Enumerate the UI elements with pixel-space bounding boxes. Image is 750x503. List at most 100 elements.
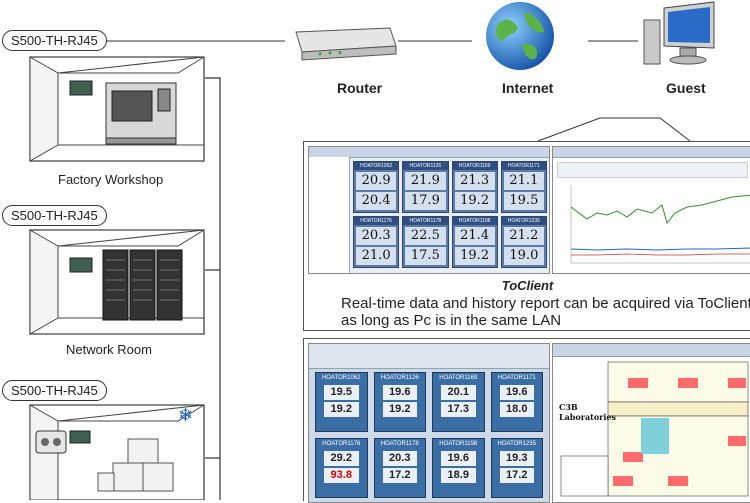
sensor-tile[interactable]: HOATOR1176 20.3 21.0 — [353, 216, 400, 268]
sensor-tile[interactable]: HOATOR1178 22.5 17.5 — [402, 216, 449, 268]
sensor-id: HOATOR1169 — [439, 375, 478, 381]
temperature-value: 22.5 — [405, 227, 446, 245]
humidity-value: 19.5 — [503, 192, 544, 210]
sensor-tile[interactable]: HOATOR1235 19.3 17.2 — [490, 438, 543, 498]
toclient-description-line1: Real-time data and history report can be… — [341, 295, 750, 312]
humidity-value: 17.5 — [405, 247, 446, 265]
snowflake-icon: ❄ — [178, 405, 194, 425]
toclient-description-line2: as long as Pc is in the same LAN — [341, 312, 562, 329]
sensor-id: HOATOR1169 — [452, 162, 497, 170]
temperature-value: 21.1 — [503, 172, 544, 190]
device-label-cold-room: S500-TH-RJ45 — [2, 380, 107, 401]
sensor-id: HOATOR1176 — [354, 217, 399, 225]
history-chart — [570, 185, 750, 264]
cold-room-illustration — [29, 404, 205, 500]
humidity-value: 19.0 — [503, 247, 544, 265]
humidity-value: 19.2 — [324, 402, 359, 417]
toolbar — [309, 147, 549, 158]
network-room-illustration — [29, 229, 205, 335]
floorplan-screen: C3B Laboratories — [552, 343, 750, 503]
sensor-tile[interactable]: HOATOR1171 21.1 19.5 — [500, 161, 547, 213]
sensor-tile[interactable]: HOATOR1178 20.3 17.2 — [373, 438, 426, 498]
temperature-value: 19.6 — [499, 385, 534, 400]
sensor-tile[interactable]: HOATOR1235 21.2 19.0 — [500, 216, 547, 268]
temperature-value: 21.2 — [503, 227, 544, 245]
sensor-id: HOATOR1062 — [322, 375, 361, 381]
sensor-tile[interactable]: HOATOR1062 19.5 19.2 — [315, 372, 368, 432]
sensor-tile[interactable]: HOATOR1169 21.3 19.2 — [451, 161, 498, 213]
temperature-value: 21.9 — [405, 172, 446, 190]
room-name-factory-workshop: Factory Workshop — [58, 172, 164, 187]
humidity-value: 17.3 — [441, 402, 476, 417]
sensor-id: HOATOR1126 — [403, 162, 448, 170]
floorplan-map — [560, 361, 749, 497]
humidity-value: 17.9 — [405, 192, 446, 210]
internet-label: Internet — [502, 80, 554, 96]
temperature-value: 19.3 — [499, 451, 534, 466]
temperature-value: 20.1 — [441, 385, 476, 400]
temperature-value: 20.9 — [356, 172, 397, 190]
sensor-tile[interactable]: HOATOR1198 21.4 19.2 — [451, 216, 498, 268]
sensor-tile[interactable]: HOATOR1126 19.6 19.2 — [373, 372, 426, 432]
history-table — [557, 162, 748, 178]
sensor-id: HOATOR1235 — [497, 441, 536, 447]
sensor-id: HOATOR1171 — [501, 162, 546, 170]
device-tree — [309, 157, 350, 273]
floorplan-title: C3B Laboratories — [559, 402, 617, 422]
toolbar — [309, 344, 549, 369]
sensor-id: HOATOR1176 — [322, 441, 361, 447]
router-label: Router — [337, 80, 383, 96]
room-name-network-room: Network Room — [66, 342, 152, 357]
sensor-id: HOATOR1198 — [439, 441, 478, 447]
sensor-id: HOATOR1171 — [497, 375, 536, 381]
sensor-id: HOATOR1198 — [452, 217, 497, 225]
temperature-value: 20.3 — [356, 227, 397, 245]
temperature-value: 21.4 — [454, 227, 495, 245]
sensor-id: HOATOR1178 — [403, 217, 448, 225]
sensor-id: HOATOR1062 — [354, 162, 399, 170]
sensor-tile[interactable]: HOATOR1169 20.1 17.3 — [432, 372, 485, 432]
sensor-tile[interactable]: HOATOR1171 19.6 18.0 — [490, 372, 543, 432]
temperature-value: 19.6 — [382, 385, 417, 400]
toolbar — [553, 147, 750, 158]
humidity-value: 19.2 — [454, 247, 495, 265]
sensor-id: HOATOR1235 — [501, 217, 546, 225]
humidity-value: 18.0 — [499, 402, 534, 417]
temperature-value: 20.3 — [382, 451, 417, 466]
temperature-value: 19.5 — [324, 385, 359, 400]
sensor-tile[interactable]: HOATOR1126 21.9 17.9 — [402, 161, 449, 213]
humidity-value: 19.2 — [454, 192, 495, 210]
toolbar — [553, 344, 750, 357]
temperature-value: 19.6 — [441, 451, 476, 466]
guest-label: Guest — [666, 80, 706, 96]
temperature-value: 29.2 — [324, 451, 359, 466]
sensor-id: HOATOR1126 — [380, 375, 419, 381]
sensor-tile[interactable]: HOATOR1062 20.9 20.4 — [353, 161, 400, 213]
device-label-workshop: S500-TH-RJ45 — [2, 30, 107, 51]
globe-icon — [486, 2, 554, 70]
toclient-history-screen — [552, 146, 750, 274]
humidity-value: 93.8 — [324, 468, 359, 483]
sensor-tile[interactable]: HOATOR1176 29.2 93.8 — [315, 438, 368, 498]
router-icon — [295, 27, 397, 61]
temperature-value: 21.3 — [454, 172, 495, 190]
computer-icon — [643, 1, 715, 65]
humidity-value: 20.4 — [356, 192, 397, 210]
factory-workshop-illustration — [29, 56, 205, 162]
humidity-value: 18.9 — [441, 468, 476, 483]
sensor-tile[interactable]: HOATOR1198 19.6 18.9 — [432, 438, 485, 498]
sensor-id: HOATOR1178 — [380, 441, 419, 447]
humidity-value: 17.2 — [382, 468, 417, 483]
humidity-value: 19.2 — [382, 402, 417, 417]
humidity-value: 21.0 — [356, 247, 397, 265]
toclient-title: ToClient — [501, 278, 554, 293]
device-label-network-room: S500-TH-RJ45 — [2, 205, 107, 226]
humidity-value: 17.2 — [499, 468, 534, 483]
